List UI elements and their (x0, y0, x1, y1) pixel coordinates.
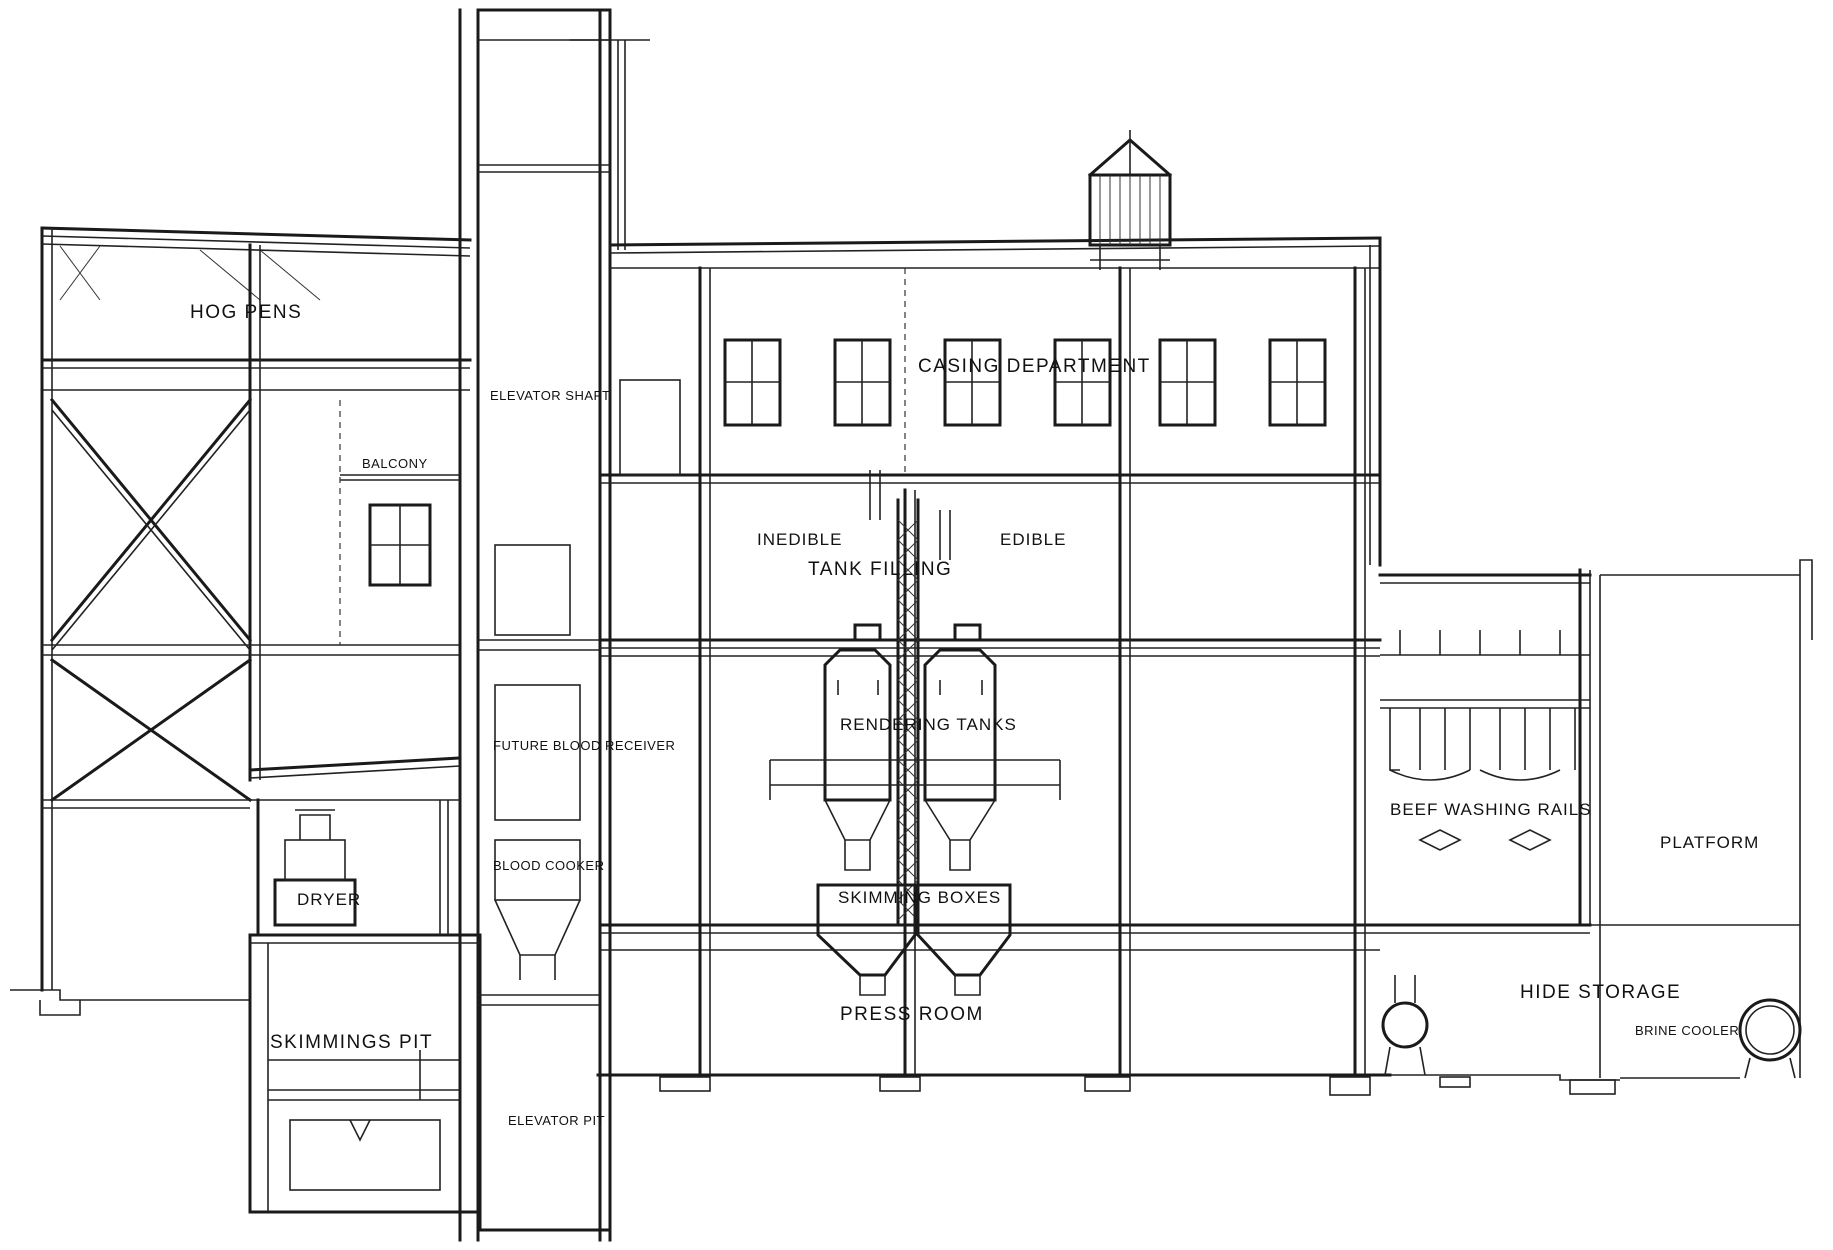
label-tank-filling: TANK FILLING (808, 559, 952, 580)
label-brine-cooler: BRINE COOLER (1635, 1023, 1739, 1038)
label-blood-cooker: BLOOD COOKER (493, 858, 604, 873)
label-dryer: DRYER (297, 890, 361, 909)
tank-filling-chute (896, 498, 920, 927)
label-skimming-boxes: SKIMMING BOXES (838, 888, 1001, 907)
label-elevator-shaft: ELEVATOR SHAFT (490, 388, 610, 403)
pump-unit (1381, 975, 1429, 1076)
casing-window-3 (943, 338, 1002, 427)
label-platform: PLATFORM (1660, 833, 1759, 852)
label-hide-storage: HIDE STORAGE (1520, 982, 1681, 1003)
casing-window-2 (833, 338, 892, 427)
casing-window-4 (1053, 338, 1112, 427)
label-rendering-tanks: RENDERING TANKS (840, 715, 1017, 734)
hog-pens-structure (40, 8, 482, 1242)
water-tank (1087, 130, 1173, 270)
label-hog-pens: HOG PENS (190, 302, 302, 323)
label-elevator-pit: ELEVATOR PIT (508, 1113, 605, 1128)
label-beef-washing-rails: BEEF WASHING RAILS (1390, 800, 1592, 819)
east-annex-structure (1378, 559, 1813, 1079)
brine-cooler-tank (1738, 998, 1802, 1079)
label-future-blood-receiver: FUTURE BLOOD RECEIVER (493, 738, 675, 753)
main-building-structure (598, 130, 1382, 1077)
label-press-room: PRESS ROOM (840, 1004, 984, 1025)
casing-window-1 (723, 338, 782, 427)
label-edible: EDIBLE (1000, 530, 1066, 549)
label-inedible: INEDIBLE (757, 530, 842, 549)
label-balcony: BALCONY (362, 456, 428, 471)
label-casing-department: CASING DEPARTMENT (918, 356, 1151, 377)
ground-line (10, 933, 1740, 1232)
rendering-tank-right (923, 623, 997, 871)
rendering-tank-left (823, 623, 892, 871)
skimming-box-right (916, 883, 1012, 996)
skimming-box-left (816, 883, 917, 996)
casing-window-5 (1158, 338, 1217, 427)
label-skimmings-pit: SKIMMINGS PIT (270, 1032, 433, 1053)
elevator-shaft-structure (476, 8, 650, 1242)
casing-window-6 (1268, 338, 1327, 427)
room-labels: HOG PENS BALCONY ELEVATOR SHAFT CASING D… (190, 302, 1759, 1128)
